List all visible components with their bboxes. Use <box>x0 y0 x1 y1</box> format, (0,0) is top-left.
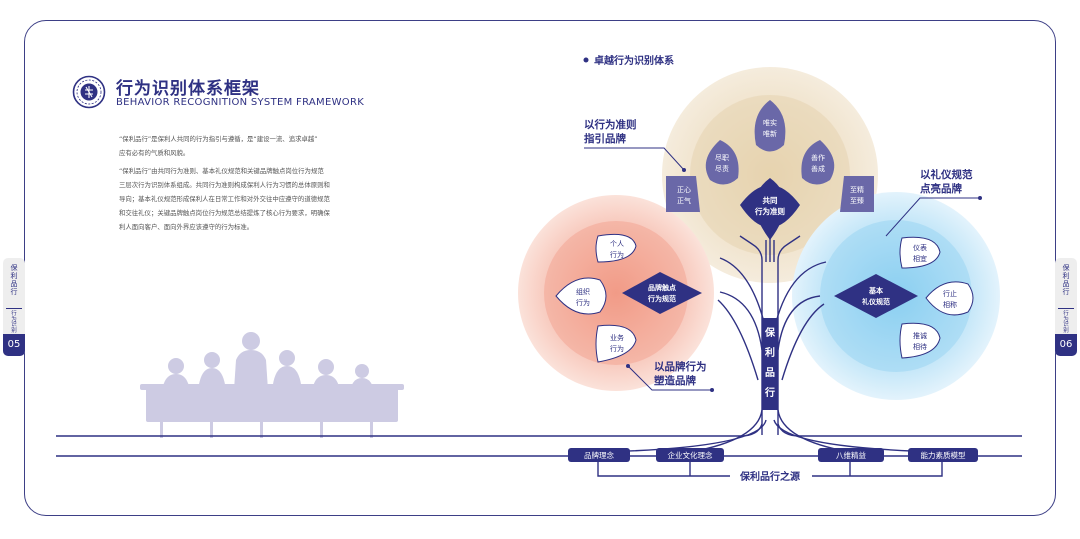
right-tab-text-top: 保利品行 <box>1062 264 1070 296</box>
section-bullet <box>583 57 589 63</box>
page-subtitle: BEHAVIOR RECOGNITION SYSTEM FRAMEWORK <box>116 97 365 108</box>
poly-emblem-icon <box>72 75 106 109</box>
root-label-2-box <box>656 448 724 462</box>
right-leaf-1-line-2: 相宜 <box>913 254 927 263</box>
right-side-tab: 保利品行 行为识别 06 <box>1055 258 1077 356</box>
right-leaf-1 <box>899 236 941 269</box>
right-leaf-1-line-1: 仪表 <box>913 243 927 252</box>
right-leaf-2 <box>925 281 974 316</box>
root-labels: 品牌理念 企业文化理念 八维精益 能力素质模型 <box>568 448 978 462</box>
root-label-2: 企业文化理念 <box>668 450 713 460</box>
left-leaf-2 <box>555 277 607 315</box>
intro-line-5: 导向；基本礼仪规范形成保利人在日常工作和对外交往中应遵守的道德规范 <box>119 195 330 203</box>
left-leaf-3-line-2: 行为 <box>610 344 624 353</box>
trunk-char-1: 保 <box>764 326 776 339</box>
right-callout-line-1: 以礼仪规范 <box>920 168 973 181</box>
left-tab-text-top: 保利品行 <box>10 264 18 296</box>
left-leaf-1-line-1: 个人 <box>610 240 624 248</box>
root-label-1-box <box>568 448 630 462</box>
top-cluster: 共同 行为准则 正心 正气 尽职 尽责 唯实 唯新 善作 善成 至精 至臻 <box>666 100 874 240</box>
right-leaf-2-line-1: 行止 <box>943 289 957 298</box>
right-leaf-3 <box>899 322 941 359</box>
left-page-number: 05 <box>3 334 25 356</box>
trunk-char-4: 行 <box>764 386 775 399</box>
left-callout-line-1: 以品牌行为 <box>654 360 707 373</box>
root-label-1: 品牌理念 <box>584 450 614 460</box>
left-side-tab: 保利品行 行为识别 05 <box>3 258 25 356</box>
left-callout-leader <box>627 365 712 391</box>
left-leaf-1-line-2: 行为 <box>610 250 624 259</box>
top-leaf-1-line-1: 正心 <box>677 186 691 194</box>
right-leaf-2-line-2: 相称 <box>943 300 957 309</box>
top-leaf-3 <box>754 100 786 152</box>
top-center-line-1: 共同 <box>763 195 778 205</box>
left-center-line-2: 行为规范 <box>647 294 676 303</box>
right-leaf-3-line-1: 推诚 <box>913 331 927 340</box>
top-leaf-5-line-1: 至精 <box>850 185 864 194</box>
section-label: 卓越行为识别体系 <box>594 54 674 67</box>
top-leaf-1 <box>666 176 700 212</box>
trunk-char-3: 品 <box>765 367 775 379</box>
page-title: 行为识别体系框架 <box>116 79 260 99</box>
intro-line-3: “保利品行”由共同行为准则、基本礼仪规范和关键品牌触点岗位行为规范 <box>119 167 324 175</box>
left-leaf-2-line-2: 行为 <box>576 298 590 307</box>
top-leaf-2 <box>705 140 739 185</box>
intro-line-4: 三层次行为识别体系组成。共同行为准则构成保利人行为习惯的总体原则和 <box>119 181 330 189</box>
top-leaf-4 <box>801 140 835 185</box>
intro-line-7: 利人面向客户、面向外界应该遵守的行为标准。 <box>119 223 254 231</box>
top-callout-line-2: 指引品牌 <box>584 132 626 145</box>
root-label-4: 能力素质模型 <box>921 450 966 460</box>
right-tab-text-bottom: 行为识别 <box>1063 311 1069 334</box>
right-page-number: 06 <box>1055 334 1077 356</box>
left-callout-line-2: 塑造品牌 <box>654 374 696 387</box>
top-leaf-5 <box>840 176 874 212</box>
left-cluster: 品牌触点 行为规范 个人 行为 组织 行为 业务 行为 <box>555 233 702 363</box>
top-leaf-4-line-2: 善成 <box>811 164 825 173</box>
left-leaf-3-line-1: 业务 <box>610 333 624 342</box>
left-tab-divider <box>6 308 22 309</box>
intro-line-2: 应有必有的气质和风貌。 <box>119 149 190 157</box>
trunk-label-box <box>762 318 778 410</box>
right-tab-divider <box>1058 308 1074 309</box>
right-leaf-3-line-2: 相待 <box>913 342 927 351</box>
top-leaf-1-line-2: 正气 <box>677 196 691 205</box>
left-center-shape <box>622 272 702 314</box>
root-label-3: 八维精益 <box>836 450 866 460</box>
root-label-3-box <box>818 448 884 462</box>
root-label-4-box <box>908 448 978 462</box>
meeting-silhouette <box>140 332 404 438</box>
right-callout-leader <box>885 197 980 237</box>
left-tab-text-bottom: 行为识别 <box>11 311 17 334</box>
left-center-line-1: 品牌触点 <box>648 283 676 292</box>
right-cluster: 基本 礼仪规范 仪表 相宜 行止 相称 推诚 相待 <box>834 236 974 359</box>
left-leaf-3 <box>595 324 637 363</box>
left-leaf-2-line-1: 组织 <box>576 287 590 296</box>
intro-line-6: 和交往礼仪；关键品牌触点岗位行为规范总结提炼了核心行为要求，明确保 <box>119 209 330 217</box>
right-center-line-2: 礼仪规范 <box>862 297 890 306</box>
top-callout-leader <box>584 147 685 171</box>
intro-line-1: “保利品行”是保利人共同的行为指引与遵循，是“建设一流、追求卓越” <box>119 135 318 143</box>
top-center-line-2: 行为准则 <box>754 206 785 216</box>
top-leaf-3-line-1: 唯实 <box>763 118 777 127</box>
right-callout-line-2: 点亮品牌 <box>920 182 962 195</box>
trunk-char-2: 利 <box>765 346 775 359</box>
top-callout-line-1: 以行为准则 <box>584 118 637 131</box>
source-label: 保利品行之源 <box>739 470 800 483</box>
right-center-line-1: 基本 <box>868 286 883 295</box>
top-leaf-3-line-2: 唯新 <box>763 129 777 138</box>
top-leaf-4-line-1: 善作 <box>811 153 825 162</box>
left-leaf-1 <box>595 233 637 263</box>
right-center-shape <box>834 274 918 318</box>
top-leaf-2-line-2: 尽责 <box>715 164 729 173</box>
top-leaf-2-line-1: 尽职 <box>715 154 729 162</box>
top-leaf-5-line-2: 至臻 <box>850 196 864 205</box>
